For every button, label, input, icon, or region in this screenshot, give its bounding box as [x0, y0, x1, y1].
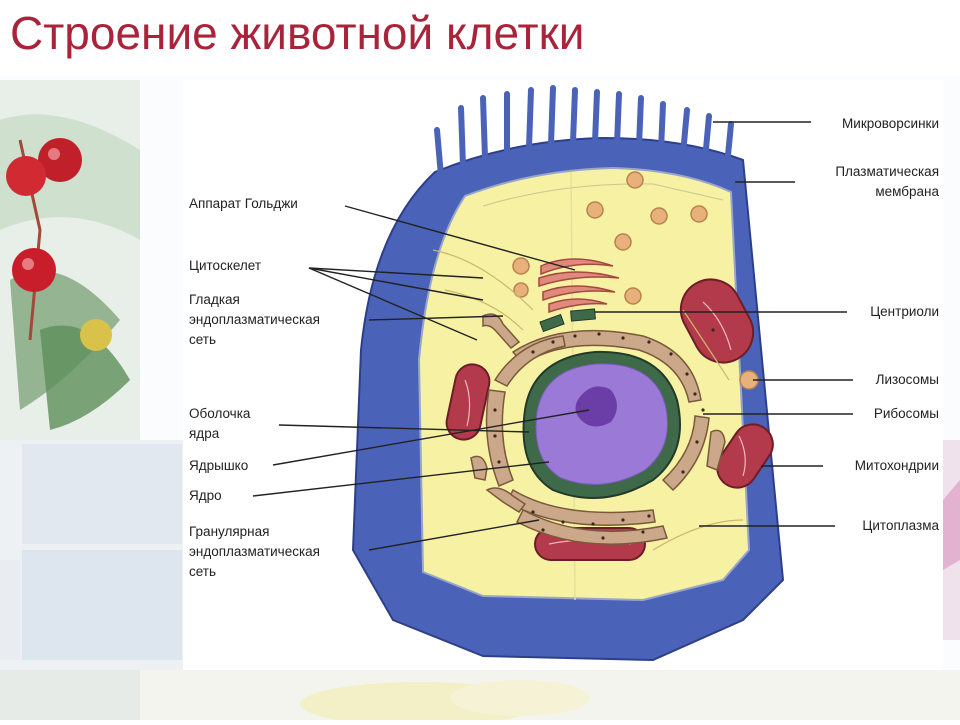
label-golgi: Аппарат Гольджи	[189, 196, 298, 211]
label-smooth-er-1: Гладкая	[189, 292, 240, 307]
label-rough-er-2: эндоплазматическая	[189, 544, 320, 559]
bottom-photo-strip	[0, 670, 960, 720]
cell-diagram: Аппарат Гольджи Цитоскелет Гладкая эндоп…	[183, 80, 943, 670]
label-mitochondria: Митохондрии	[855, 458, 939, 473]
right-labels: Микроворсинки Плазматическая мембрана Це…	[835, 116, 939, 533]
label-rough-er-1: Гранулярная	[189, 524, 269, 539]
label-ribosomes: Рибосомы	[874, 406, 939, 421]
label-microvilli: Микроворсинки	[842, 116, 939, 131]
berries-photo	[0, 80, 140, 440]
label-nucleus: Ядро	[189, 488, 222, 503]
label-cytoskeleton: Цитоскелет	[189, 258, 261, 273]
left-tile-column	[0, 440, 183, 670]
label-plasma-membrane-1: Плазматическая	[835, 164, 939, 179]
label-nuclear-envelope-1: Оболочка	[189, 406, 251, 421]
left-labels: Аппарат Гольджи Цитоскелет Гладкая эндоп…	[189, 196, 320, 579]
slide-title: Строение животной клетки	[10, 6, 584, 60]
right-flower-strip	[943, 440, 960, 640]
label-lysosomes: Лизосомы	[876, 372, 939, 387]
label-rough-er-3: сеть	[189, 564, 216, 579]
label-nucleolus: Ядрышко	[189, 458, 248, 473]
label-cytoplasm: Цитоплазма	[862, 518, 939, 533]
label-smooth-er-3: сеть	[189, 332, 216, 347]
label-nuclear-envelope-2: ядра	[189, 426, 220, 441]
label-centrioles: Центриоли	[870, 304, 939, 319]
label-plasma-membrane-2: мембрана	[875, 184, 939, 199]
label-smooth-er-2: эндоплазматическая	[189, 312, 320, 327]
